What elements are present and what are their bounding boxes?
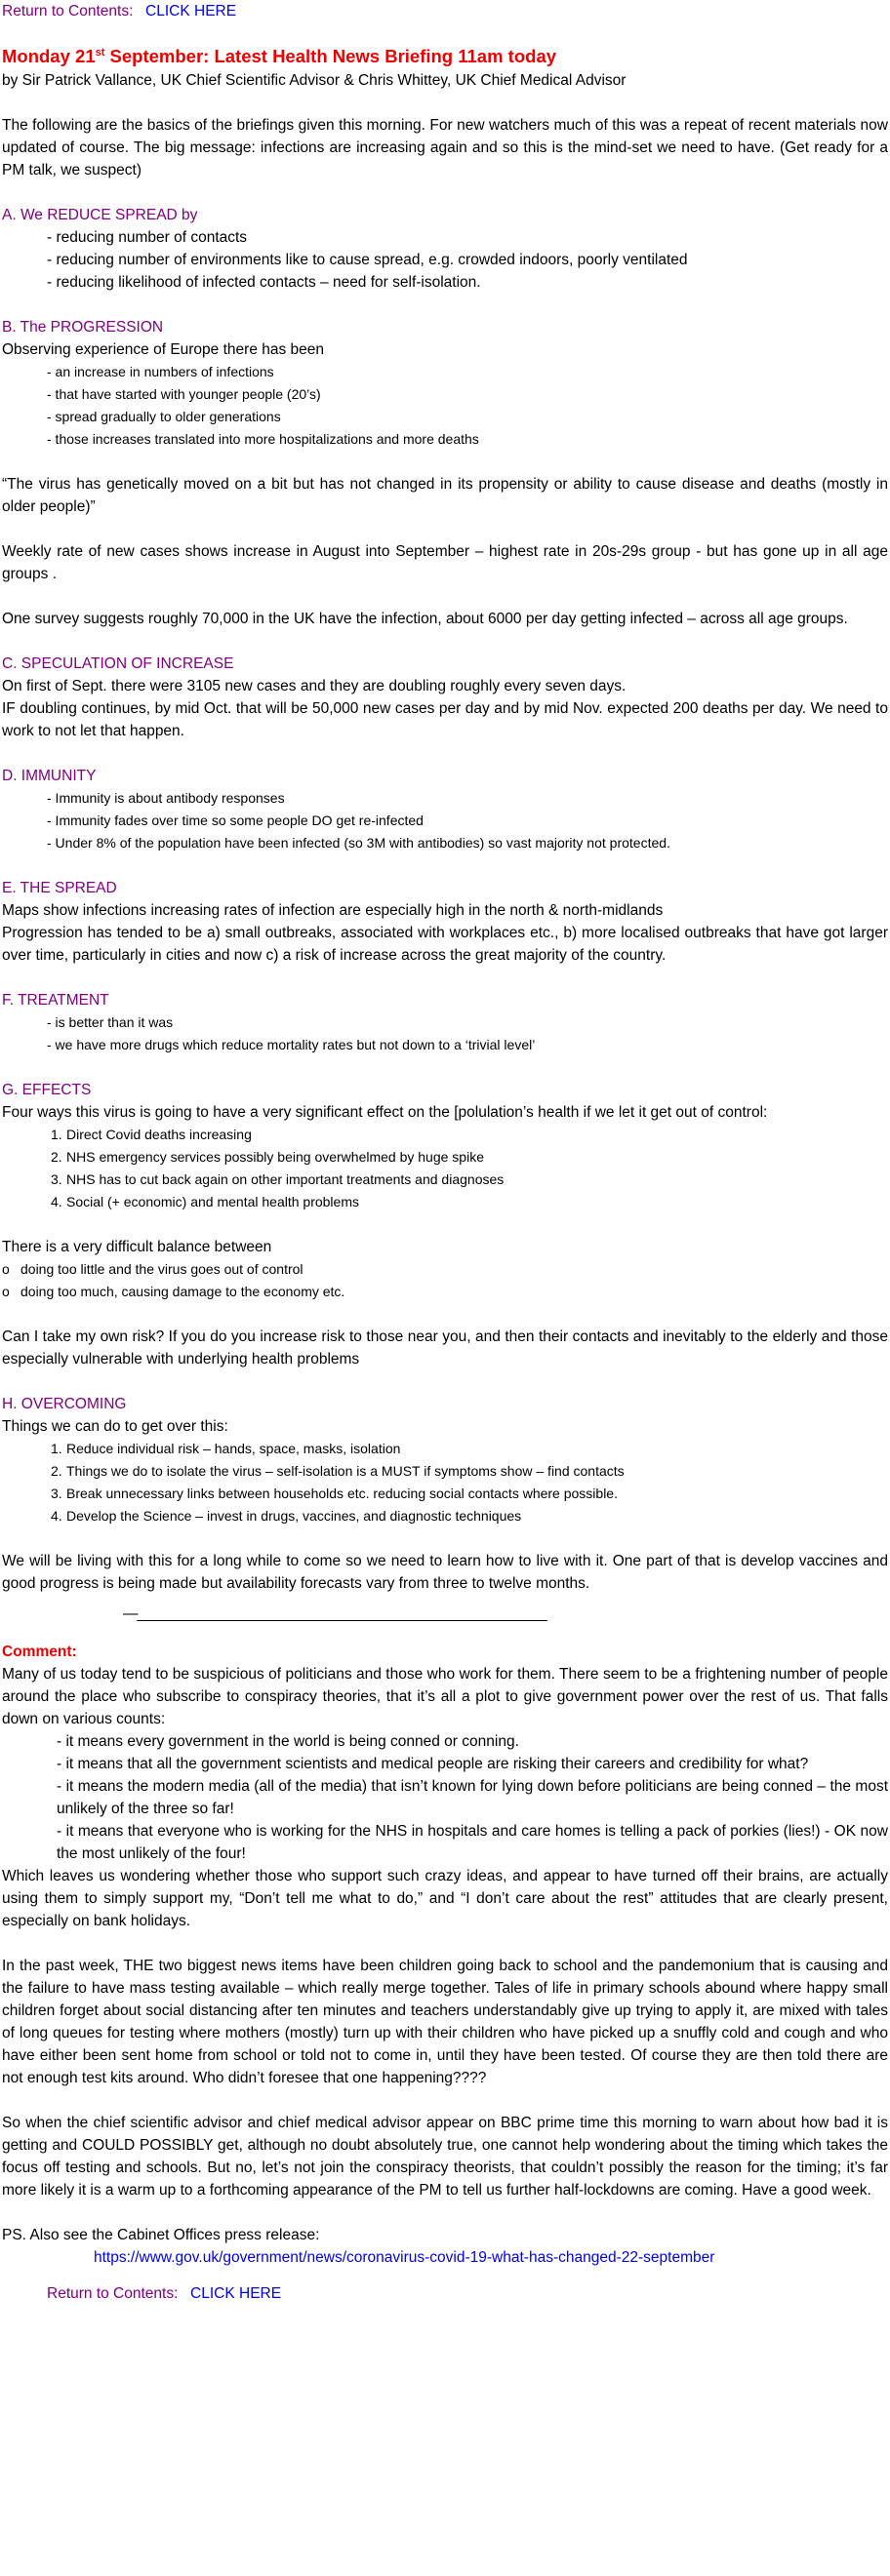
bottom-nav-label: Return to Contents: <box>47 2285 179 2302</box>
list-item: - Immunity is about antibody responses <box>47 790 285 806</box>
list-text: Develop the Science – invest in drugs, v… <box>66 1508 522 1524</box>
top-contents-link[interactable]: CLICK HERE <box>145 3 237 20</box>
ps-link-row: https://www.gov.uk/government/news/coron… <box>2 2246 888 2269</box>
list-item: - is better than it was <box>47 1014 174 1030</box>
section-d-heading: D. IMMUNITY <box>2 768 97 784</box>
ps-text: PS. Also see the Cabinet Offices press r… <box>2 2227 320 2243</box>
list-text: Direct Covid deaths increasing <box>66 1127 252 1142</box>
list-item: - Immunity fades over time so some peopl… <box>47 812 424 828</box>
list-text: Things we do to isolate the virus – self… <box>66 1463 625 1479</box>
top-nav: Return to Contents: CLICK HERE <box>2 0 888 22</box>
list-item: - an increase in numbers of infections <box>47 364 274 379</box>
list-item: - we have more drugs which reduce mortal… <box>47 1037 536 1052</box>
list-item: - it means the modern media (all of the … <box>57 1778 888 1817</box>
section-g-lead: Four ways this virus is going to have a … <box>2 1104 768 1121</box>
top-nav-label: Return to Contents: <box>2 3 134 20</box>
separator-line: —_______________________________________… <box>123 1605 547 1622</box>
list-item: 1. Reduce individual risk – hands, space,… <box>51 1438 888 1460</box>
list-item: - that have started with younger people … <box>47 386 321 402</box>
list-item: - spread gradually to older generations <box>47 409 281 424</box>
section-e-line: Progression has tended to be a) small ou… <box>2 925 888 964</box>
numbered-list: 1. Direct Covid deaths increasing 2.NHS e… <box>2 1124 888 1213</box>
section-c-line: On first of Sept. there were 3105 new ca… <box>2 678 627 694</box>
section-e-line: Maps show infections increasing rates of… <box>2 902 664 919</box>
section-e-heading: E. THE SPREAD <box>2 880 117 896</box>
list-item: 2.NHS emergency services possibly being … <box>51 1146 888 1169</box>
weekly-paragraph: Weekly rate of new cases shows increase … <box>2 543 888 582</box>
intro-paragraph: The following are the basics of the brie… <box>2 117 888 178</box>
section-h-lead: Things we can do to get over this: <box>2 1418 228 1435</box>
list-item: 3. Break unnecessary links between househ… <box>51 1483 888 1505</box>
list-number: 3. <box>51 1171 62 1187</box>
comment-paragraph: Many of us today tend to be suspicious o… <box>2 1666 888 1727</box>
list-number: 1. <box>51 1127 62 1142</box>
circle-bullet-icon: o <box>2 1284 10 1299</box>
list-item: o doing too little and the virus goes out… <box>2 1258 888 1281</box>
list-text: Break unnecessary links between househol… <box>66 1486 618 1501</box>
list-item: - reducing number of environments like t… <box>47 252 688 268</box>
list-item: 1. Direct Covid deaths increasing <box>51 1124 888 1146</box>
living-paragraph: We will be living with this for a long w… <box>2 1553 888 1592</box>
balance-lead: There is a very difficult balance betwee… <box>2 1239 272 1255</box>
list-number: 1. <box>51 1441 62 1456</box>
list-item: - Under 8% of the population have been i… <box>47 835 670 851</box>
list-item: - it means that all the government scien… <box>57 1756 809 1772</box>
list-number: 2. <box>51 1149 62 1165</box>
comment-paragraph: Which leaves us wondering whether those … <box>2 1868 888 1929</box>
section-g-heading: G. EFFECTS <box>2 1082 92 1098</box>
comment-paragraph: So when the chief scientific advisor and… <box>2 2115 888 2199</box>
list-item: - reducing number of contacts <box>47 229 248 246</box>
title-sup: st <box>95 46 105 59</box>
list-item: - it means every government in the world… <box>57 1733 519 1750</box>
list-text: doing too much, causing damage to the ec… <box>20 1284 345 1299</box>
title-text: September: Latest Health News Briefing 1… <box>104 46 557 66</box>
numbered-list: 1. Reduce individual risk – hands, space,… <box>2 1438 888 1527</box>
list-item: 4. Social (+ economic) and mental health … <box>51 1191 888 1213</box>
section-c-heading: C. SPECULATION OF INCREASE <box>2 655 234 672</box>
list-text: Reduce individual risk – hands, space, m… <box>66 1441 401 1456</box>
section-c-line: IF doubling continues, by mid Oct. that … <box>2 700 888 739</box>
list-item: 2.Things we do to isolate the virus – se… <box>51 1460 888 1483</box>
list-text: doing too little and the virus goes out … <box>20 1261 303 1277</box>
list-item: - it means that everyone who is working … <box>57 1823 888 1862</box>
list-number: 3. <box>51 1486 62 1501</box>
press-release-link[interactable]: https://www.gov.uk/government/news/coron… <box>94 2249 715 2266</box>
section-f-heading: F. TREATMENT <box>2 992 109 1009</box>
list-text: Social (+ economic) and mental health pr… <box>66 1194 359 1209</box>
section-b-lead: Observing experience of Europe there has… <box>2 341 325 358</box>
circle-bullet-icon: o <box>2 1261 10 1277</box>
list-item: - reducing likelihood of infected contac… <box>47 274 481 291</box>
section-a-heading: A. We REDUCE SPREAD by <box>2 207 198 223</box>
section-h-heading: H. OVERCOMING <box>2 1396 127 1412</box>
list-text: NHS has to cut back again on other impor… <box>66 1171 505 1187</box>
list-number: 2. <box>51 1463 62 1479</box>
risk-paragraph: Can I take my own risk? If you do you in… <box>2 1328 888 1367</box>
comment-label: Comment: <box>2 1644 77 1660</box>
bottom-contents-link[interactable]: CLICK HERE <box>190 2285 282 2302</box>
list-item: 3.NHS has to cut back again on other imp… <box>51 1169 888 1191</box>
page-title: Monday 21st September: Latest Health New… <box>2 44 888 69</box>
section-b-heading: B. The PROGRESSION <box>2 319 164 336</box>
list-item: 4.Develop the Science – invest in drugs,… <box>51 1505 888 1527</box>
list-number: 4. <box>51 1194 62 1209</box>
list-item: o doing too much, causing damage to the e… <box>2 1281 888 1303</box>
survey-paragraph: One survey suggests roughly 70,000 in th… <box>2 611 848 627</box>
comment-paragraph: In the past week, THE two biggest news i… <box>2 1958 888 2086</box>
byline: by Sir Patrick Vallance, UK Chief Scient… <box>2 72 627 89</box>
list-number: 4. <box>51 1508 62 1524</box>
list-item: - those increases translated into more h… <box>47 431 479 447</box>
title-date: Monday 21 <box>2 46 96 66</box>
quote-paragraph: “The virus has genetically moved on a bi… <box>2 476 888 515</box>
bottom-nav: Return to Contents: CLICK HERE <box>2 2282 888 2305</box>
document: Return to Contents: CLICK HERE Monday 21… <box>2 0 888 2305</box>
list-text: NHS emergency services possibly being ov… <box>66 1149 484 1165</box>
